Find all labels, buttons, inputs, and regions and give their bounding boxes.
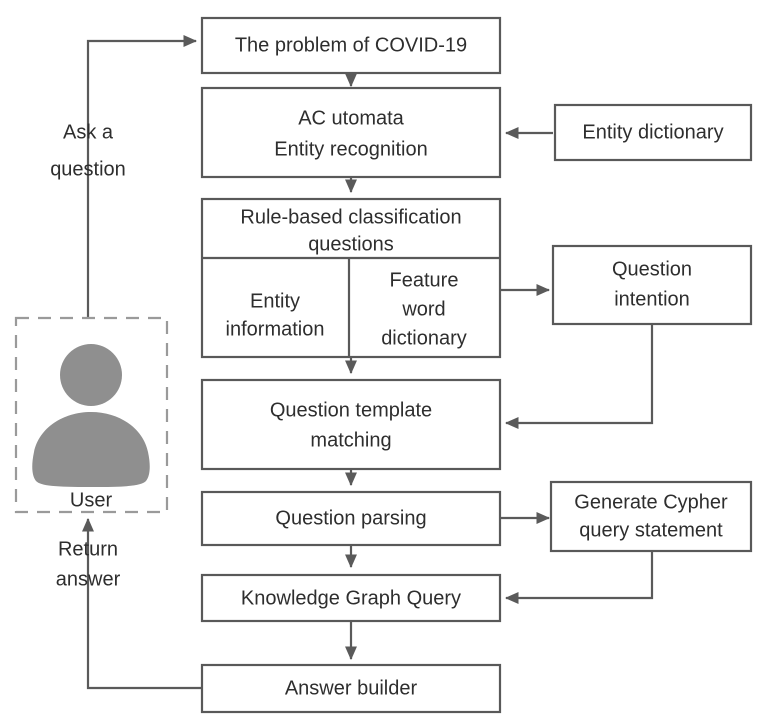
node-problem-of-covid19-label: The problem of COVID-19 — [235, 34, 467, 56]
node-question-template-matching-label-line1: Question template — [270, 399, 432, 421]
node-feature-word-dictionary-label-line1: Feature — [390, 269, 459, 291]
node-question-intention-label-line1: Question — [612, 258, 692, 280]
edge-question-intention-to-template-matching — [504, 324, 654, 430]
node-generate-cypher-label-line1: Generate Cypher — [574, 491, 728, 513]
node-entity-information-label-line2: information — [226, 318, 325, 340]
node-knowledge-graph-query-label: Knowledge Graph Query — [241, 587, 461, 609]
edge-ask-a-question — [86, 34, 198, 318]
node-answer-builder[interactable] — [200, 663, 502, 714]
edge-generate-cypher-to-kg-query — [504, 551, 654, 605]
node-entity-information-label-line1: Entity — [250, 290, 300, 312]
node-feature-word-dictionary-label-line2: word — [401, 298, 445, 320]
node-knowledge-graph-query[interactable] — [200, 573, 502, 623]
edge-label-ask-a-question-line1: Ask a — [63, 121, 114, 143]
edge-label-return-answer-line1: Return — [58, 538, 118, 560]
node-question-intention[interactable] — [551, 244, 753, 326]
node-question-template-matching[interactable] — [200, 378, 502, 471]
node-question-intention-label-line2: intention — [614, 288, 690, 310]
node-question-parsing-label: Question parsing — [275, 507, 426, 529]
node-question-template-matching-label-line2: matching — [310, 429, 391, 451]
person-icon — [32, 344, 150, 487]
node-generate-cypher[interactable] — [549, 480, 753, 553]
edge-label-ask-a-question-line2: question — [50, 158, 126, 180]
edge-label-return-answer-line2: answer — [56, 568, 121, 590]
edge-return-answer — [81, 517, 201, 690]
node-user-label: User — [70, 489, 113, 511]
node-entity-dictionary[interactable] — [553, 103, 753, 162]
node-ac-automata-label-line2: Entity recognition — [274, 138, 427, 160]
node-ac-automata-label-line1: AC utomata — [298, 107, 404, 129]
node-problem-of-covid19[interactable] — [200, 16, 502, 75]
node-rule-based-compound[interactable] — [200, 197, 502, 359]
node-generate-cypher-label-line2: query statement — [579, 519, 723, 541]
node-question-parsing[interactable] — [200, 490, 502, 547]
node-ac-automata[interactable] — [200, 86, 502, 179]
node-rule-based-label-line1: Rule-based classification — [240, 206, 461, 228]
node-feature-word-dictionary-label-line3: dictionary — [381, 327, 467, 349]
node-entity-dictionary-label: Entity dictionary — [582, 121, 723, 143]
node-rule-based-label-line2: questions — [308, 233, 394, 255]
node-answer-builder-label: Answer builder — [285, 677, 418, 699]
